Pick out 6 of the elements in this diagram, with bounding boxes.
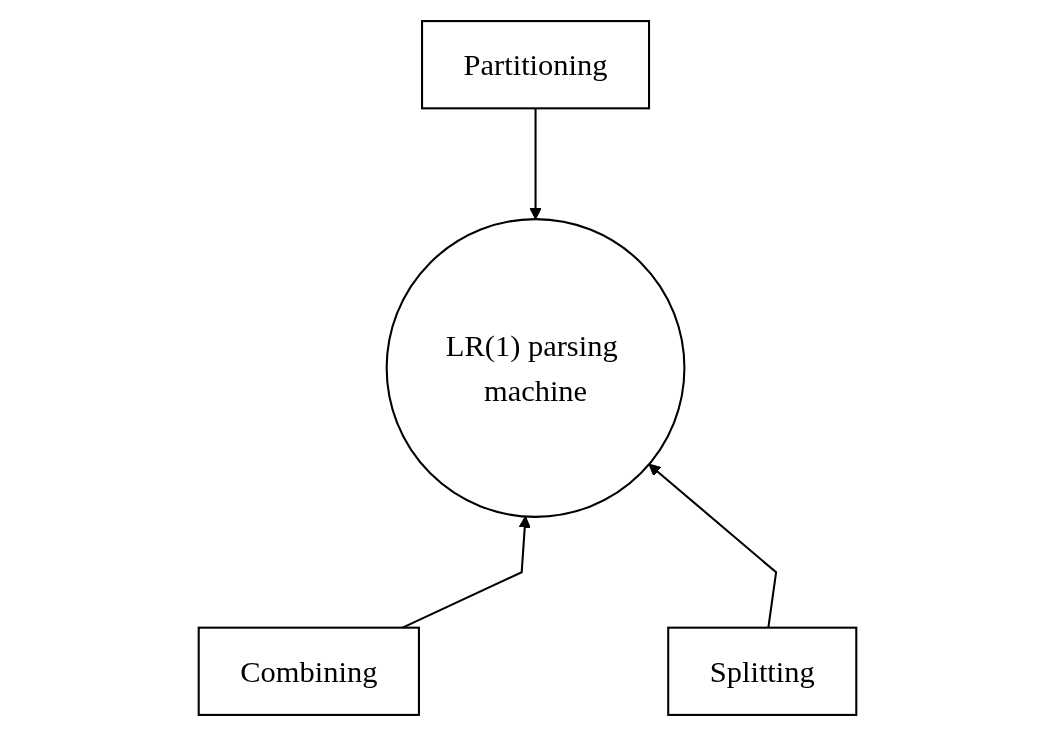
node-box: Splitting: [667, 626, 858, 716]
arrow: [648, 463, 778, 628]
arrow: [529, 108, 542, 220]
node-circle: LR(1) parsing machine: [385, 218, 686, 518]
node-box: Partitioning: [421, 20, 651, 110]
node-box: Combining: [197, 626, 420, 716]
